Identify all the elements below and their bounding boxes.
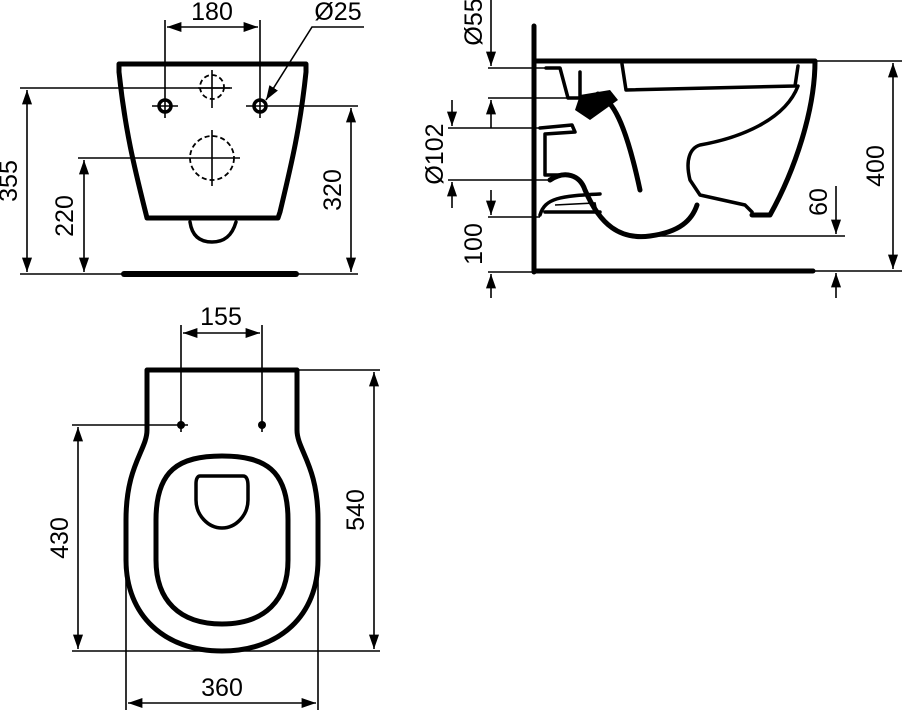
rear-outlet-lip: [188, 220, 238, 244]
dim-overall-height: 400: [862, 145, 890, 187]
dim-trap-depth: 60: [805, 188, 833, 216]
seat-opening: [153, 453, 291, 627]
dim-seat-fixing-spacing: 155: [200, 303, 242, 331]
dim-outlet-diameter: Ø102: [421, 123, 449, 184]
side-view: Ø55 Ø102 100 60 400: [421, 0, 902, 298]
rear-view: 180 Ø25 355 220 320: [0, 0, 364, 277]
rear-body-outline: [116, 61, 309, 221]
dim-inlet-diameter: Ø55: [460, 0, 488, 46]
dim-fixing-to-front: 430: [46, 517, 74, 559]
dim-fixing-spacing: 180: [191, 0, 233, 26]
dim-overall-width: 360: [201, 674, 243, 702]
waterway-opening: [194, 474, 250, 530]
inlet-block: [575, 90, 618, 120]
dim-overall-length: 540: [342, 489, 370, 531]
dim-fixing-hole-diameter: Ø25: [314, 0, 361, 26]
dim-fixing-height: 320: [319, 169, 347, 211]
dim-outlet-height: 220: [51, 195, 79, 237]
bowl-front-outline: [749, 58, 818, 218]
top-view: 155 430 540 360: [46, 303, 380, 710]
dim-top-hole-height: 355: [0, 160, 23, 202]
dim-floor-to-base: 100: [460, 223, 488, 265]
